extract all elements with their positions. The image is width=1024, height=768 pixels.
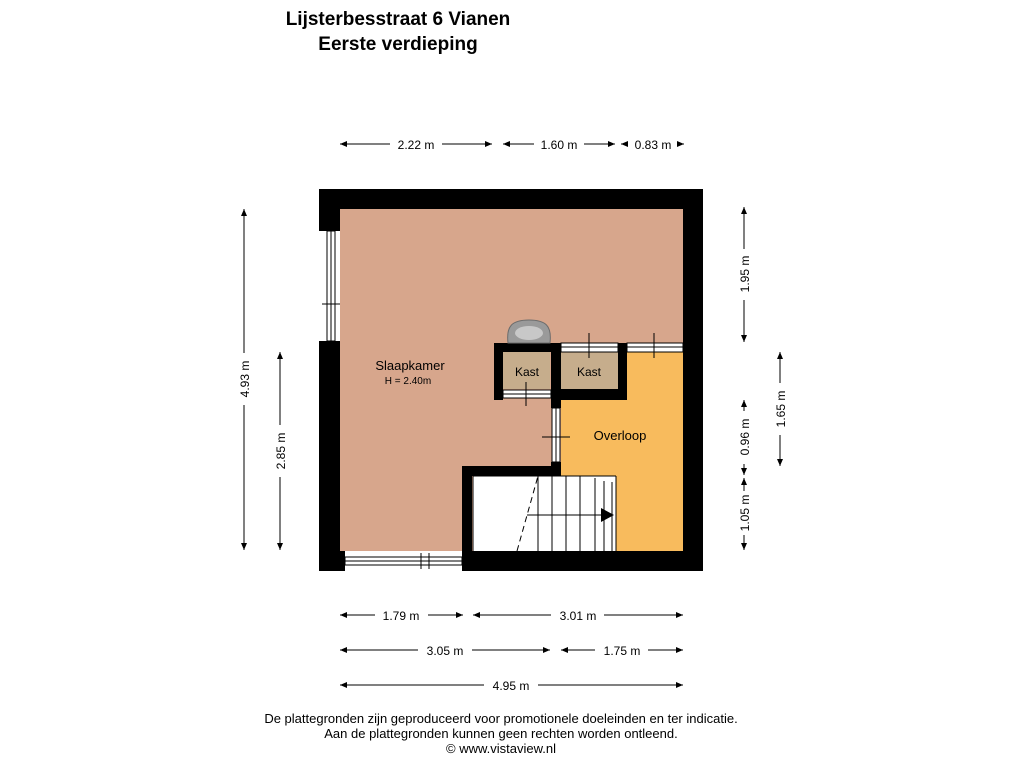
closet-2-floor [561,352,618,389]
dim-right-2-label: 0.96 m [738,419,752,456]
footer-disclaimer-line-1: De plattegronden zijn geproduceerd voor … [264,711,738,726]
dim-bottom-4-label: 1.75 m [604,644,641,658]
stair-direction-arrow [527,508,614,522]
dim-left-inner-label: 2.85 m [274,433,288,470]
bedroom-height-label: H = 2.40m [385,376,431,387]
window-left [322,230,340,342]
dim-top-2-label: 1.60 m [541,138,578,152]
dim-top-1-label: 2.22 m [398,138,435,152]
staircase [472,475,617,552]
plan-title-floor: Eerste verdieping [318,34,478,55]
dim-left-outer-label: 4.93 m [238,361,252,398]
dim-bottom-total-label: 4.95 m [493,679,530,693]
dim-top-3-label: 0.83 m [635,138,672,152]
sink-icon [507,319,551,344]
plan-title-address: Lijsterbesstraat 6 Vianen [285,9,511,30]
closet-2-label: Kast [577,365,602,379]
closet-1-label: Kast [515,365,540,379]
bedroom-label: Slaapkamer [375,358,445,373]
dim-right-3-label: 1.05 m [738,495,752,532]
walls [319,189,703,571]
closet-door-tracks [502,333,684,463]
landing-label: Overloop [594,428,647,443]
footer-disclaimer-line-2: Aan de plattegronden kunnen geen rechten… [324,726,678,741]
dim-bottom-2-label: 3.01 m [560,609,597,623]
dim-right-1-label: 1.95 m [738,256,752,293]
window-bottom [344,553,463,569]
dim-right-outer-label: 1.65 m [774,391,788,428]
stairwell-floor [473,476,616,551]
dim-bottom-1-label: 1.79 m [383,609,420,623]
dim-bottom-3-label: 3.05 m [427,644,464,658]
footer-copyright: © www.vistaview.nl [446,741,556,756]
